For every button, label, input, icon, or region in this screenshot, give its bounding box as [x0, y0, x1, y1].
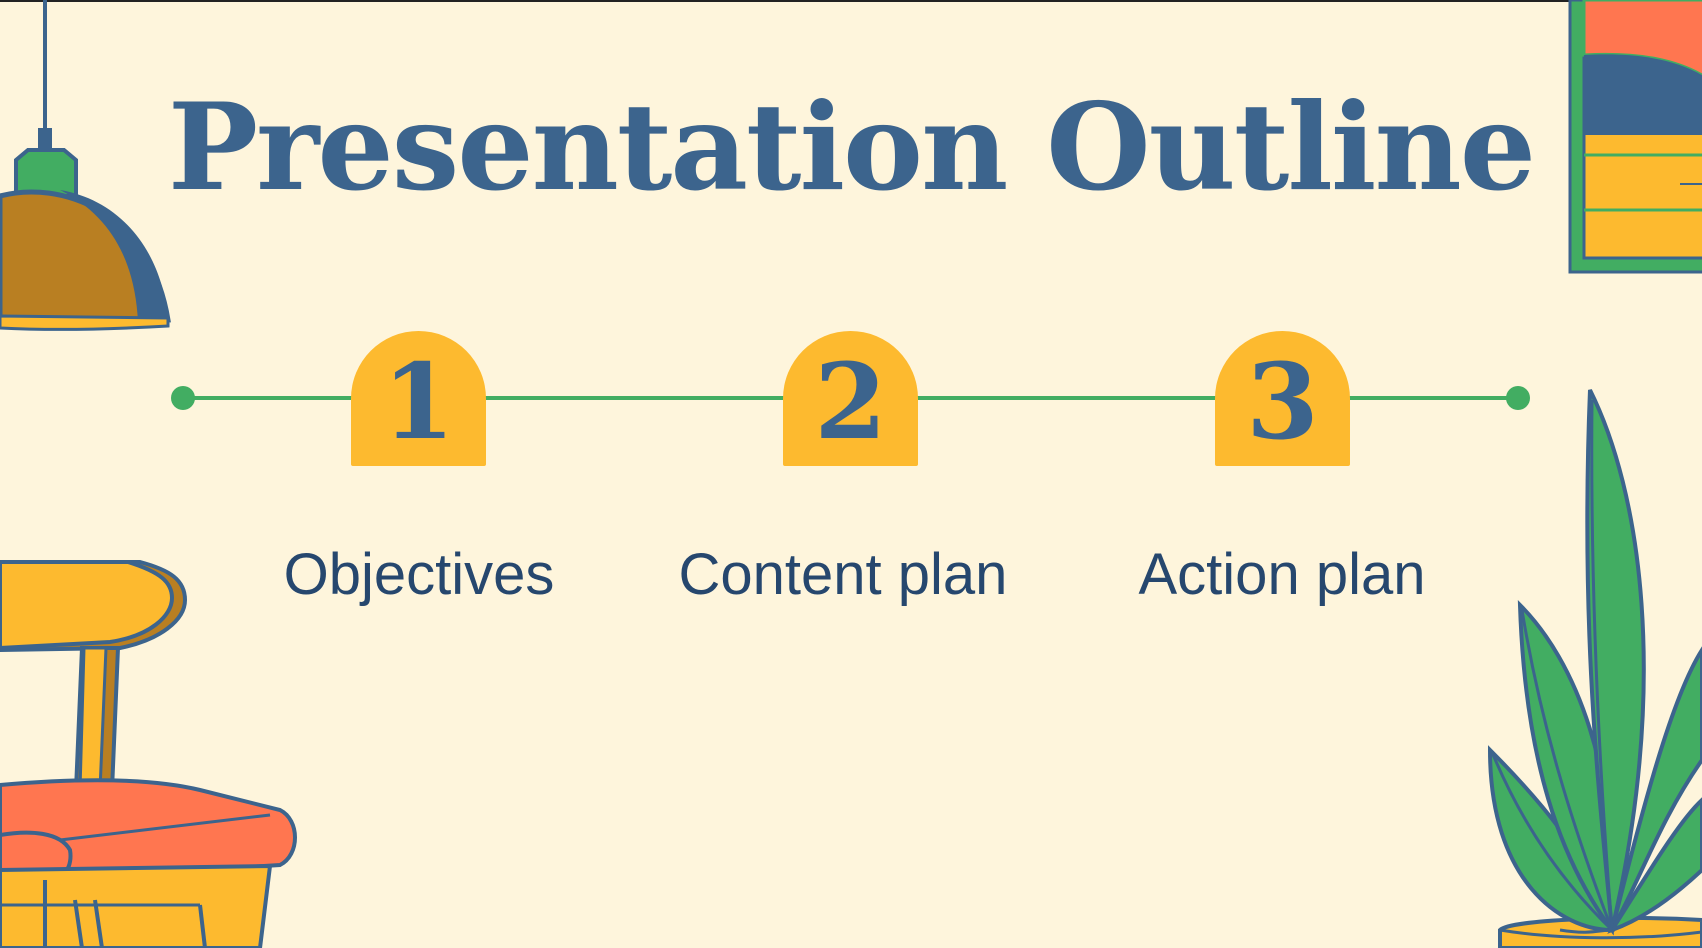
potted-plant-icon — [1487, 389, 1702, 948]
top-border — [0, 0, 1702, 2]
step-1-badge: 1 — [351, 331, 486, 466]
step-3-badge: 3 — [1215, 331, 1350, 466]
step-1-label: Objectives — [283, 542, 555, 607]
window-icon — [1568, 0, 1702, 274]
page-title: Presentation Outline — [167, 77, 1536, 218]
step-2-badge: 2 — [783, 331, 918, 466]
step-3-label: Action plan — [1138, 542, 1426, 607]
pendant-lamp-icon — [0, 0, 171, 331]
chair-icon — [0, 560, 297, 948]
step-2-label: Content plan — [678, 542, 1008, 607]
